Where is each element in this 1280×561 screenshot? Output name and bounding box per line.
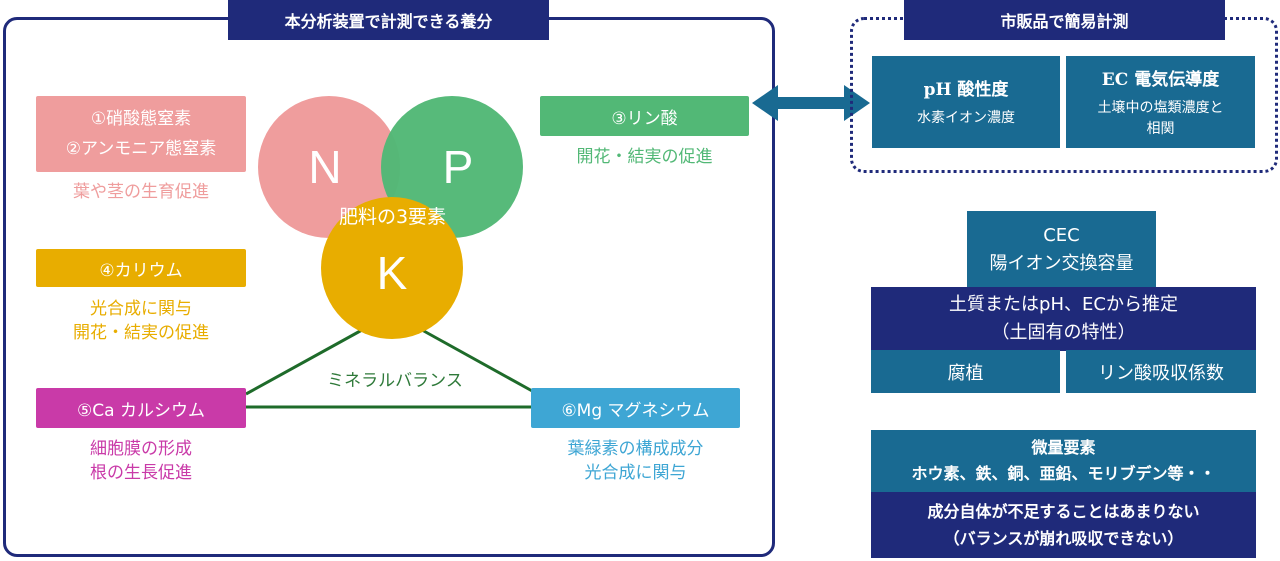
phosphate-box: ③リン酸 — [540, 96, 749, 136]
calcium-effect-line1: 細胞膜の形成 — [90, 439, 192, 459]
nitrate-nitrogen-label: ①硝酸態窒素 — [90, 109, 192, 129]
calcium-box: ⑤Ca カルシウム — [36, 388, 246, 428]
phosphate-absorption-box: リン酸吸収係数 — [1066, 350, 1256, 393]
cec-box: CEC 陽イオン交換容量 — [967, 211, 1156, 289]
ph-title: pH 酸性度 — [923, 80, 1009, 100]
ec-title: EC 電気伝導度 — [1101, 69, 1220, 90]
micro-note-line2: （バランスが崩れ吸収できない） — [943, 529, 1184, 548]
cec-estimate-line1: 土質またはpH、ECから推定 — [949, 294, 1178, 315]
micro-note-line1: 成分自体が不足することはあまりない — [927, 502, 1200, 521]
calcium-effect-line2: 根の生長促進 — [90, 463, 192, 483]
cec-title: CEC — [1043, 225, 1080, 246]
cec-estimate-box: 土質またはpH、ECから推定 （土固有の特性） — [871, 287, 1256, 351]
ec-subtitle-line2: 相関 — [1146, 120, 1175, 137]
micro-nutrients-items: ホウ素、鉄、銅、亜鉛、モリブデン等・・ — [911, 464, 1216, 483]
humus-box: 腐植 — [871, 350, 1060, 393]
measurable-nutrients-title: 本分析装置で計測できる養分 — [228, 0, 549, 40]
micro-nutrients-box: 微量要素 ホウ素、鉄、銅、亜鉛、モリブデン等・・ — [871, 430, 1256, 492]
potassium-box: ④カリウム — [36, 249, 246, 287]
micro-nutrients-note-box: 成分自体が不足することはあまりない （バランスが崩れ吸収できない） — [871, 492, 1256, 558]
potassium-effect-line1: 光合成に関与 — [90, 299, 192, 319]
mineral-balance-label: ミネラルバランス — [327, 371, 463, 391]
nitrogen-effect: 葉や茎の生育促進 — [73, 182, 209, 202]
market-products-title: 市販品で簡易計測 — [904, 0, 1225, 40]
potassium-effect: 光合成に関与 開花・結実の促進 — [36, 297, 246, 345]
magnesium-effect-line2: 光合成に関与 — [584, 463, 687, 483]
phosphate-effect: 開花・結実の促進 — [576, 147, 713, 167]
micro-nutrients-title: 微量要素 — [1031, 438, 1096, 457]
cec-subtitle: 陽イオン交換容量 — [989, 253, 1134, 274]
fertilizer-three-elements-label: 肥料の3要素 — [338, 206, 447, 228]
ph-subtitle: 水素イオン濃度 — [917, 110, 1015, 126]
ec-box: EC 電気伝導度 土壌中の塩類濃度と 相関 — [1066, 56, 1255, 148]
magnesium-effect-line1: 葉緑素の構成成分 — [567, 439, 704, 459]
double-arrow-icon — [752, 85, 870, 121]
ec-subtitle-line1: 土壌中の塩類濃度と — [1097, 99, 1224, 116]
calcium-effect: 細胞膜の形成 根の生長促進 — [36, 437, 246, 485]
cec-estimate-line2: （土固有の特性） — [991, 322, 1136, 343]
ammonium-nitrogen-label: ②アンモニア態窒素 — [65, 139, 217, 159]
magnesium-box: ⑥Mg マグネシウム — [531, 388, 740, 428]
potassium-circle: K — [321, 197, 463, 339]
magnesium-effect: 葉緑素の構成成分 光合成に関与 — [531, 437, 740, 485]
nitrogen-box: ①硝酸態窒素 ②アンモニア態窒素 — [36, 96, 246, 172]
ph-box: pH 酸性度 水素イオン濃度 — [872, 56, 1060, 148]
nitrogen-circle: N — [258, 96, 400, 238]
potassium-effect-line2: 開花・結実の促進 — [73, 323, 209, 343]
